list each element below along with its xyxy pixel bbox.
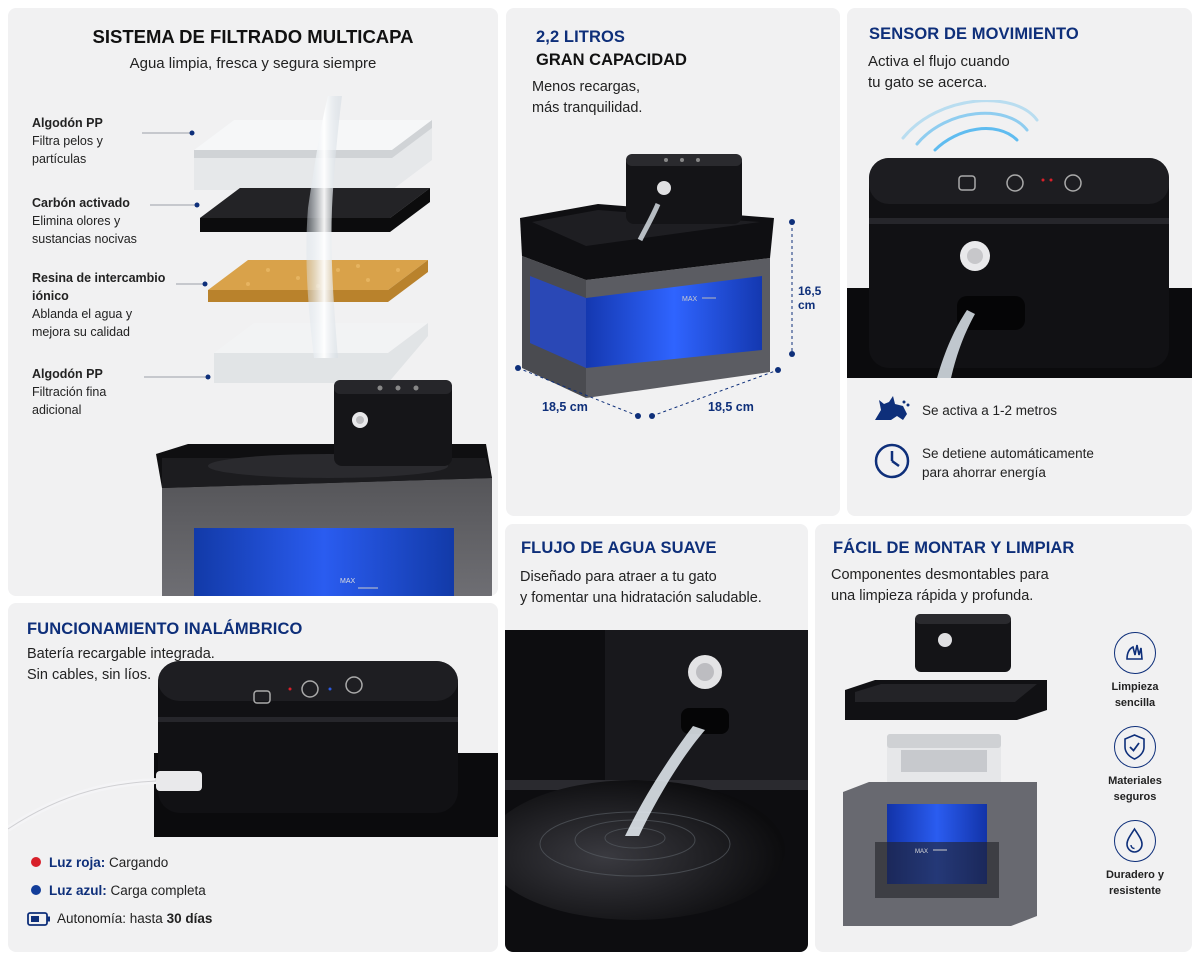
feature-label: Limpieza	[1111, 681, 1159, 693]
blue-light-label: Luz azul:	[49, 883, 107, 898]
feature-label: sencilla	[1114, 697, 1156, 709]
filter-subtitle: Agua limpia, fresca y segura siempre	[129, 55, 377, 72]
sensor-feature-range: Se activa a 1-2 metros	[922, 403, 1058, 418]
flow-title: FLUJO DE AGUA SUAVE	[521, 539, 717, 557]
filter-panel: SISTEMA DE FILTRADO MULTICAPA Agua limpi…	[8, 8, 498, 596]
easy-line-2: una limpieza rápida y profunda.	[831, 588, 1034, 604]
wireless-illustration	[8, 661, 498, 837]
red-light-text: Luz roja: Cargando	[49, 853, 168, 872]
water-drop-icon	[1114, 820, 1156, 862]
layer-name: Carbón activado	[32, 196, 130, 210]
max-mark: MAX	[915, 849, 928, 855]
height-dimension-value: 16,5	[798, 284, 822, 298]
width-right-dimension: 18,5 cm	[708, 400, 754, 414]
sensor-panel: SENSOR DE MOVIMIENTO Activa el flujo cua…	[847, 8, 1192, 516]
leader-dots	[189, 130, 211, 380]
sensor-waves-icon	[901, 100, 1039, 152]
capacity-line-2: más tranquilidad.	[532, 100, 643, 116]
layer-desc: mejora su calidad	[32, 325, 130, 339]
wireless-title: FUNCIONAMIENTO INALÁMBRICO	[27, 620, 303, 638]
capacity-line-1: Menos recargas,	[532, 79, 640, 95]
layer-name: Algodón PP	[32, 367, 103, 381]
feature-easy-clean: Limpieza sencilla	[1091, 679, 1179, 711]
flow-line-1: Diseñado para atraer a tu gato	[520, 569, 717, 585]
filter-illustration: MAX	[142, 96, 492, 596]
clock-icon	[874, 443, 910, 479]
blue-light-dot	[31, 885, 41, 895]
capacity-panel: 2,2 LITROS GRAN CAPACIDAD Menos recargas…	[506, 8, 840, 516]
easy-line-1: Componentes desmontables para	[831, 567, 1049, 583]
exploded-device-illustration: MAX	[843, 614, 1047, 926]
height-dimension-unit: cm	[798, 298, 816, 312]
sensor-title: SENSOR DE MOVIMIENTO	[869, 25, 1079, 43]
layer-desc: Filtración fina	[32, 385, 107, 399]
feature-label: resistente	[1109, 885, 1161, 897]
layer-name-2: iónico	[32, 289, 69, 303]
feature-safe-materials: Materiales seguros	[1091, 773, 1179, 805]
flow-illustration	[505, 630, 808, 952]
flow-panel: FLUJO DE AGUA SUAVE Diseñado para atraer…	[505, 524, 808, 952]
wireless-line-2: Sin cables, sin líos.	[27, 667, 152, 683]
layer-desc: Ablanda el agua y	[32, 307, 133, 321]
sensor-feature-auto-stop-2: para ahorrar energía	[922, 465, 1046, 480]
hand-wash-icon	[1114, 632, 1156, 674]
layer-name: Resina de intercambio	[32, 271, 166, 285]
layer-label-activated-carbon: Carbón activado Elimina olores y sustanc…	[32, 194, 137, 248]
easy-title: FÁCIL DE MONTAR Y LIMPIAR	[833, 539, 1075, 557]
layer-desc: Filtra pelos y	[32, 134, 103, 148]
feature-label: Duradero y	[1105, 869, 1165, 881]
flow-line-2: y fomentar una hidratación saludable.	[520, 590, 762, 606]
layer-name: Algodón PP	[32, 116, 103, 130]
sensor-line-2: tu gato se acerca.	[868, 74, 988, 91]
layer-desc: sustancias nocivas	[32, 232, 137, 246]
red-light-value: Cargando	[109, 855, 169, 870]
sensor-line-1: Activa el flujo cuando	[868, 53, 1010, 70]
fountain-device	[156, 380, 492, 596]
easy-panel: FÁCIL DE MONTAR Y LIMPIAR Componentes de…	[815, 524, 1192, 952]
red-light-dot	[31, 857, 41, 867]
layer-label-pp-cotton-fine: Algodón PP Filtración fina adicional	[32, 365, 106, 419]
layer-desc: partículas	[32, 152, 87, 166]
water-stream	[306, 96, 342, 358]
capacity-illustration: MAX	[515, 154, 795, 419]
autonomy-text: Autonomía: hasta 30 días	[57, 909, 212, 928]
blue-light-text: Luz azul: Carga completa	[49, 881, 206, 900]
max-mark: MAX	[340, 578, 356, 585]
autonomy-label: Autonomía: hasta	[57, 911, 163, 926]
blue-light-value: Carga completa	[110, 883, 206, 898]
sensor-feature-auto-stop-1: Se detiene automáticamente	[922, 446, 1094, 461]
sensor-illustration	[847, 100, 1192, 378]
feature-durable: Duradero y resistente	[1091, 867, 1179, 899]
width-left-dimension: 18,5 cm	[542, 400, 588, 414]
autonomy-value: 30 días	[166, 911, 213, 926]
cat-icon	[875, 396, 910, 420]
layer-pp-cotton-shape	[194, 120, 432, 190]
layer-desc: adicional	[32, 403, 82, 417]
feature-label: seguros	[1113, 791, 1157, 803]
wireless-panel: FUNCIONAMIENTO INALÁMBRICO Batería recar…	[8, 603, 498, 952]
layer-label-pp-cotton: Algodón PP Filtra pelos y partículas	[32, 114, 103, 168]
layer-desc: Elimina olores y	[32, 214, 121, 228]
red-light-label: Luz roja:	[49, 855, 106, 870]
wireless-line-1: Batería recargable integrada.	[27, 646, 215, 662]
feature-label: Materiales	[1108, 775, 1162, 787]
max-mark: MAX	[682, 296, 698, 303]
capacity-title-1: 2,2 LITROS	[536, 28, 626, 46]
shield-check-icon	[1114, 726, 1156, 768]
layer-label-ion-resin: Resina de intercambio iónico Ablanda el …	[32, 269, 165, 341]
battery-icon	[27, 912, 50, 926]
filter-title: SISTEMA DE FILTRADO MULTICAPA	[92, 26, 414, 47]
capacity-title-2: GRAN CAPACIDAD	[536, 51, 687, 69]
leader-lines	[142, 132, 206, 378]
